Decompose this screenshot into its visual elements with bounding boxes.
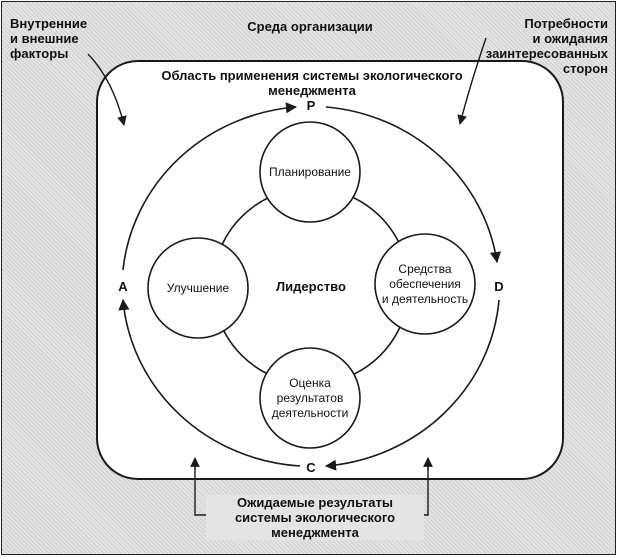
scope-title: Область применения системы экологическог… — [161, 68, 463, 98]
cycle-arc-c-to-a — [118, 298, 301, 467]
support-label: Средства обеспечения и деятельность — [381, 262, 469, 306]
cycle-arc-a-to-p — [122, 102, 298, 271]
cycle-letter-c: C — [302, 460, 320, 475]
leadership-label: Лидерство — [276, 279, 346, 294]
internal-external-factors-label: Внутренние и внешние факторы — [10, 16, 88, 61]
cycle-letter-p: P — [302, 98, 320, 113]
planning-label: Планирование — [269, 165, 351, 179]
environment-label: Среда организации — [247, 19, 373, 34]
evaluation-circle — [259, 347, 361, 449]
outcomes-label: Ожидаемые результаты системы экологическ… — [206, 495, 424, 540]
stakeholder-needs-label: Потребности и ожидания заинтересованных … — [485, 16, 608, 76]
improvement-circle — [147, 237, 249, 339]
stakeholder-input-arrow — [457, 37, 487, 125]
cycle-arc-p-to-d — [325, 106, 502, 264]
support-circle — [374, 233, 476, 335]
cycle-letter-a: A — [114, 279, 132, 294]
evaluation-label: Оценка результатов деятельности — [271, 376, 349, 420]
factors-input-arrow — [87, 53, 127, 126]
improvement-label: Улучшение — [166, 281, 230, 295]
planning-circle — [259, 121, 361, 223]
cycle-arc-d-to-c — [324, 299, 500, 471]
cycle-letter-d: D — [490, 279, 508, 294]
